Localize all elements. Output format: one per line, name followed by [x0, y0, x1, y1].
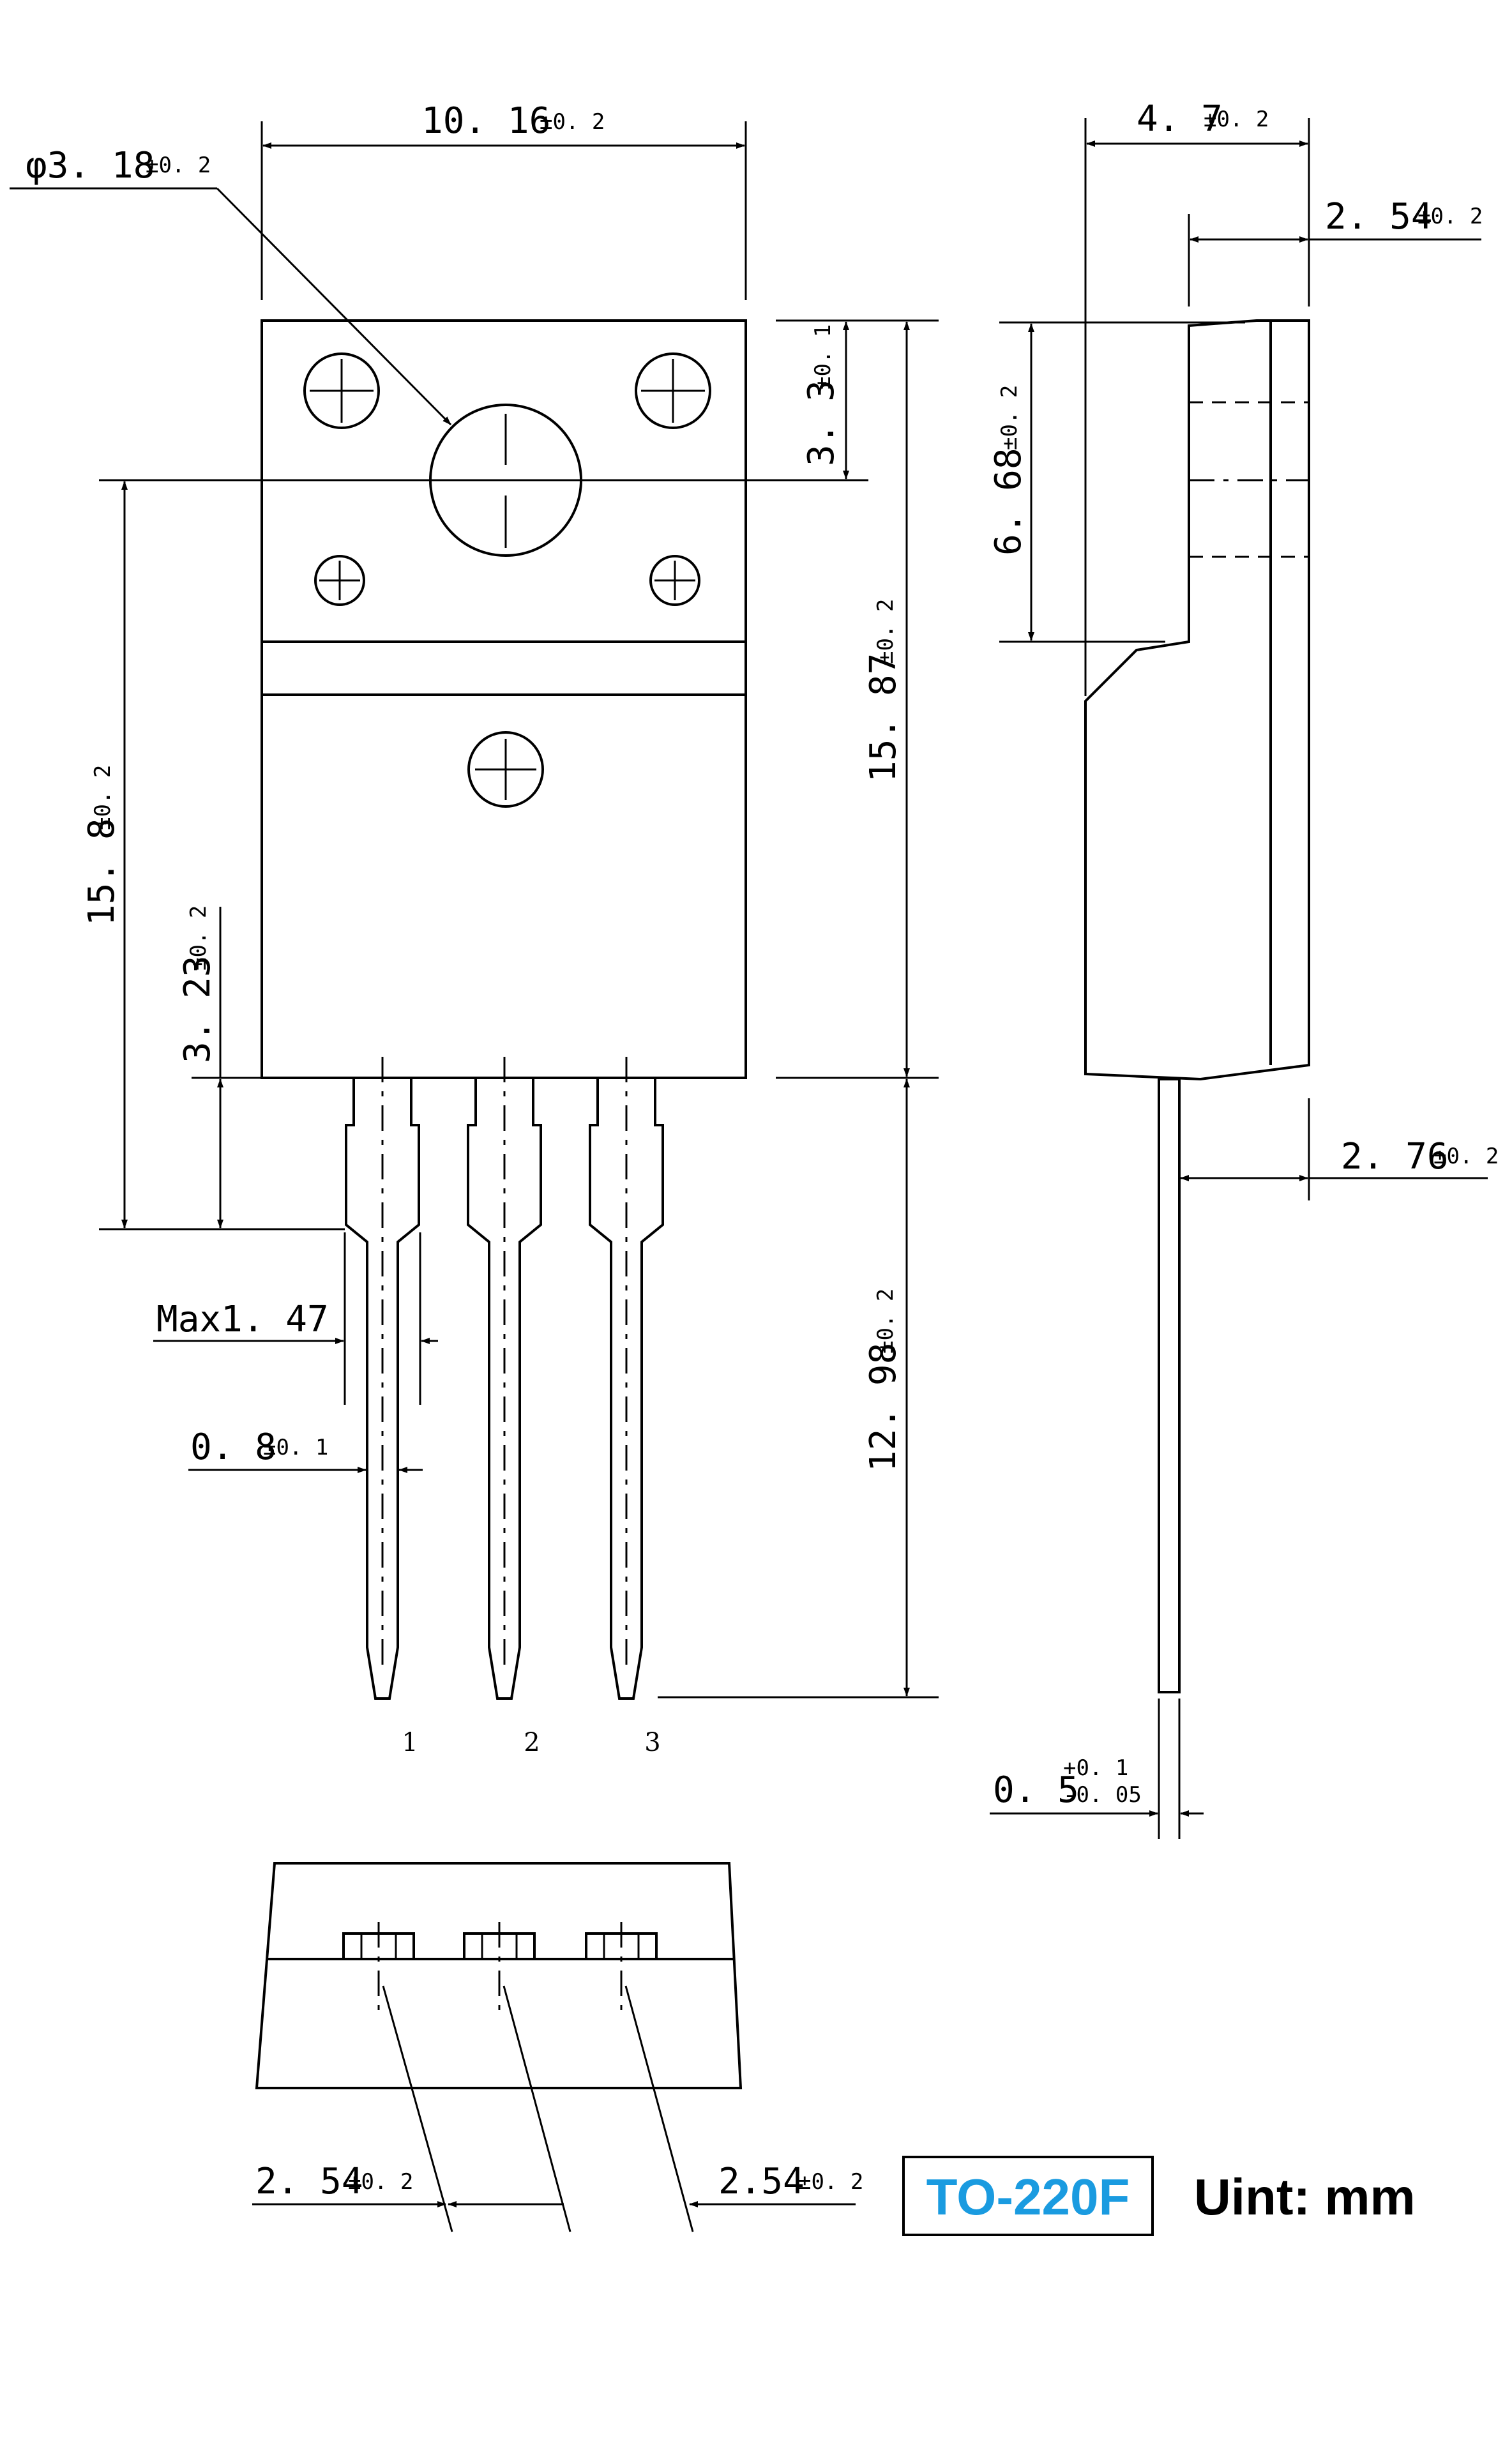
lead-3 — [589, 1057, 664, 1700]
dim-lead-width: 0. 8 ±0. 1 — [188, 1427, 423, 1473]
ejector-mark-center — [467, 731, 544, 808]
dim-body-width: 10. 16 ±0. 2 — [261, 100, 747, 300]
front-view: 1 2 3 10. 16 ±0. 2 φ3. 18 ±0. 2 3. 3 ±0.… — [10, 100, 939, 1757]
dim-body-height: 15. 87 ±0. 2 — [776, 321, 939, 1079]
dim-pitch-right: 2.54 ±0. 2 — [689, 2161, 863, 2207]
dim-lead-thickness-tol-minus: -0. 05 — [1063, 1782, 1142, 1808]
dim-lead-thickness-tol-plus: +0. 1 — [1063, 1755, 1128, 1781]
dim-pitch-left-value: 2. 54 — [255, 2161, 363, 2202]
pin-number-1: 1 — [402, 1728, 418, 1757]
dim-lead-length-value: 12. 98 — [863, 1343, 904, 1472]
dim-side-tab-height: 6. 68 ±0. 2 — [988, 321, 1245, 643]
dim-hole-to-lead-tol: ±0. 2 — [90, 765, 116, 830]
dim-hole-top: 3. 3 ±0. 1 — [776, 319, 939, 480]
dim-side-tab-height-tol: ±0. 2 — [997, 385, 1022, 450]
dim-pitch-right-tol: ±0. 2 — [798, 2169, 863, 2195]
package-name: TO-220F — [926, 2168, 1130, 2225]
dim-lead-thickness-value: 0. 5 — [993, 1769, 1079, 1811]
bottom-body-outline — [255, 1862, 743, 2089]
side-lead — [1158, 1078, 1181, 1693]
dim-side-tab: 2. 54 ±0. 2 — [1188, 196, 1483, 306]
bottom-lead-2 — [463, 1922, 536, 2018]
dim-side-thickness-tol: ±0. 2 — [1204, 107, 1269, 132]
dim-lead-width-tol: ±0. 1 — [263, 1435, 328, 1460]
dim-side-thickness: 4. 7 ±0. 2 — [1084, 98, 1310, 696]
bottom-view: 2. 54 ±0. 2 2.54 ±0. 2 — [252, 1862, 863, 2232]
dim-lead-offset-tol: ±0. 2 — [1433, 1144, 1499, 1169]
dim-body-height-tol: ±0. 2 — [873, 599, 898, 664]
side-view: 4. 7 ±0. 2 2. 54 ±0. 2 6. 68 ±0. 2 2. 76… — [988, 98, 1499, 1839]
package-body-outline — [261, 319, 747, 1079]
dim-side-tab-value: 2. 54 — [1325, 196, 1433, 238]
dim-side-thickness-value: 4. 7 — [1137, 98, 1223, 140]
pin-number-2: 2 — [524, 1728, 540, 1757]
ejector-mark-top-right — [635, 352, 711, 429]
dim-hole-top-value: 3. 3 — [801, 380, 842, 466]
dim-hole-to-lead-value: 15. 8 — [81, 818, 123, 926]
dim-body-width-tol: ±0. 2 — [540, 109, 605, 135]
dim-body-width-value: 10. 16 — [421, 100, 550, 142]
dim-lead-thickness: 0. 5 +0. 1 -0. 05 — [990, 1699, 1204, 1839]
dim-lead-shoulder-tol: ±0. 2 — [186, 905, 211, 971]
dim-side-tab-height-value: 6. 68 — [988, 448, 1029, 556]
package-label-box — [902, 2156, 1154, 2236]
dim-body-height-value: 15. 87 — [863, 653, 904, 782]
dim-hole-diameter-tol: ±0. 2 — [146, 153, 211, 178]
dim-lead-width-value: 0. 8 — [190, 1427, 276, 1468]
dim-lead-shoulder: 3. 23 ±0. 2 — [177, 905, 262, 1229]
dim-lead-shoulder-value: 3. 23 — [177, 955, 218, 1063]
dim-lead-offset-value: 2. 76 — [1341, 1136, 1449, 1177]
side-body-outline — [1084, 319, 1310, 1081]
dim-pitch-left: 2. 54 ±0. 2 — [252, 2161, 564, 2207]
dim-pitch-right-value: 2.54 — [718, 2161, 805, 2202]
lead-1 — [345, 1057, 420, 1700]
ejector-mark-mid-right — [649, 555, 700, 606]
unit-label: Uint: mm — [1194, 2168, 1416, 2225]
lead-2 — [467, 1057, 542, 1700]
dim-pitch-left-tol: ±0. 2 — [348, 2169, 413, 2195]
dim-side-tab-tol: ±0. 2 — [1418, 204, 1483, 229]
dim-lead-offset: 2. 76 ±0. 2 — [1180, 1098, 1499, 1200]
package-label: TO-220F — [902, 2156, 1154, 2236]
dim-hole-diameter-value: φ3. 18 — [26, 145, 155, 186]
dim-lead-max: Max1. 47 — [153, 1232, 438, 1405]
dim-lead-max-value: Max1. 47 — [156, 1299, 329, 1340]
dim-lead-length-tol: ±0. 2 — [873, 1289, 898, 1354]
pin-number-3: 3 — [644, 1728, 660, 1757]
dim-hole-diameter: φ3. 18 ±0. 2 — [10, 145, 452, 426]
bottom-lead-3 — [585, 1922, 658, 2018]
dim-hole-to-lead: 15. 8 ±0. 2 — [81, 481, 345, 1230]
dim-lead-length: 12. 98 ±0. 2 — [658, 1078, 939, 1699]
ejector-mark-top-left — [303, 352, 380, 429]
bottom-lead-1 — [342, 1922, 415, 2018]
ejector-mark-mid-left — [314, 555, 365, 606]
dim-hole-top-tol: ±0. 1 — [810, 324, 836, 390]
